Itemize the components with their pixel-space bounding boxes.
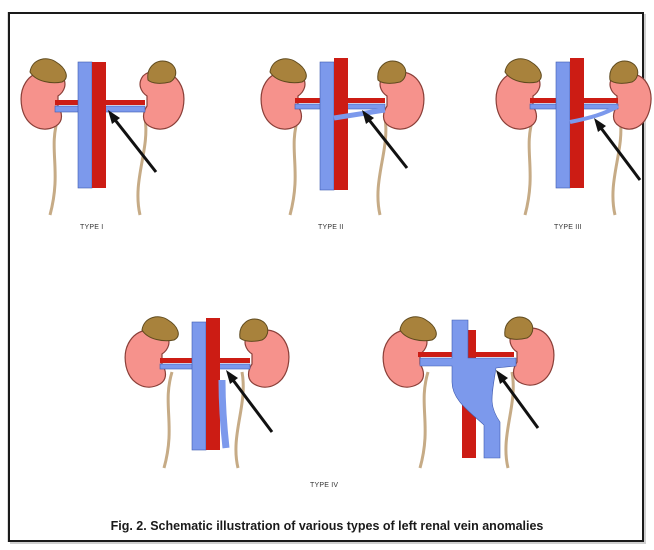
- ureter-left: [613, 118, 621, 215]
- panel-type-1: [21, 59, 184, 215]
- arrow-shaft: [598, 124, 640, 180]
- adrenal-left: [610, 61, 638, 83]
- vena-cava: [556, 62, 570, 188]
- arrow-head: [496, 370, 508, 384]
- adrenal-left: [148, 61, 176, 83]
- adrenal-left: [240, 319, 268, 341]
- ureter-right: [290, 118, 298, 215]
- panel-label-type-2: TYPE II: [318, 224, 344, 231]
- panel-label-type-3: TYPE III: [554, 224, 582, 231]
- panel-label-type-1: TYPE I: [80, 224, 103, 231]
- vena-cava: [78, 62, 92, 188]
- retroaortic-renal-vein-low: [222, 380, 226, 448]
- panel-label-type-4: TYPE IV: [310, 482, 338, 489]
- aorta: [92, 62, 106, 188]
- vena-cava: [192, 322, 206, 450]
- figure-caption: Fig. 2. Schematic illustration of variou…: [0, 519, 654, 533]
- aorta: [334, 58, 348, 190]
- panel-type-2: [261, 58, 424, 215]
- panel-type-4: [125, 317, 289, 468]
- vena-cava: [320, 62, 334, 190]
- ureter-right: [420, 372, 428, 468]
- ureter-right: [164, 372, 172, 468]
- panel-type-3: [496, 58, 651, 215]
- aorta: [206, 318, 220, 450]
- ureter-right: [525, 118, 533, 215]
- adrenal-left: [378, 61, 406, 83]
- ureter-right: [50, 118, 58, 215]
- ureter-left: [138, 118, 146, 215]
- adrenal-left: [505, 317, 533, 339]
- panel-type-5: [383, 317, 554, 468]
